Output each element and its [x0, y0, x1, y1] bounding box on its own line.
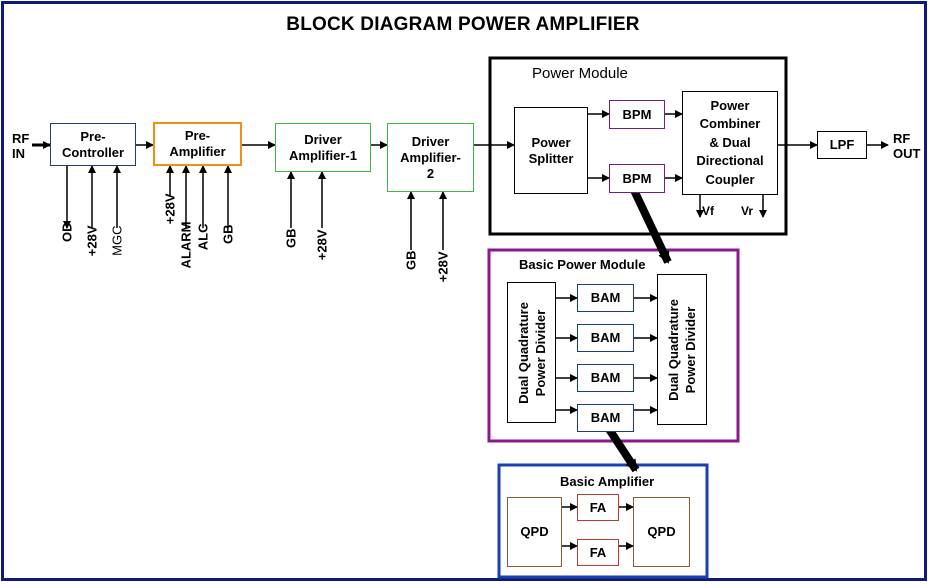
zoom-arrow-bpm: [629, 186, 672, 264]
pre-controller-28v-label: +28V: [84, 225, 100, 257]
fa-box-2: FA: [577, 539, 619, 566]
alarm-label: ALARM: [178, 221, 194, 269]
lpf-box: LPF: [817, 131, 867, 159]
bam-box-3: BAM: [577, 364, 634, 392]
diagram-title: BLOCK DIAGRAM POWER AMPLIFIER: [286, 14, 640, 35]
vf-label: Vf: [702, 204, 714, 218]
pre-amplifier-gb-label: GB: [220, 224, 236, 245]
power-module-title: Power Module: [532, 65, 628, 82]
basic-amplifier-title: Basic Amplifier: [560, 474, 655, 489]
od-label: OD: [59, 222, 75, 243]
bam-box-2: BAM: [577, 324, 634, 352]
fa-box-1: FA: [577, 494, 619, 521]
diagram-frame: [1, 1, 927, 581]
basic-power-module-title: Basic Power Module: [519, 257, 646, 272]
pre-controller-box: Pre-Controller: [50, 123, 136, 166]
driver-1-gb-label: GB: [283, 228, 299, 249]
power-module-outline: [488, 56, 788, 236]
driver-2-28v-label: +28V: [435, 251, 451, 283]
bam-box-4: BAM: [577, 404, 634, 432]
bpm-box-1: BPM: [609, 100, 665, 129]
pre-amplifier-28v-label: +28V: [162, 193, 178, 225]
vr-label: Vr: [741, 204, 754, 218]
mgc-label: MGC: [109, 225, 125, 256]
qpd-box-left: QPD: [507, 497, 562, 567]
driver-2-gb-label: GB: [403, 250, 419, 271]
basic-amplifier-outline: [497, 463, 709, 579]
bpm-box-2: BPM: [609, 164, 665, 193]
qpd-box-right: QPD: [633, 497, 690, 567]
bam-box-1: BAM: [577, 284, 634, 312]
pre-amplifier-box: Pre-Amplifier: [153, 122, 242, 166]
alc-label: ALC: [195, 223, 211, 251]
driver-1-28v-label: +28V: [314, 229, 330, 261]
